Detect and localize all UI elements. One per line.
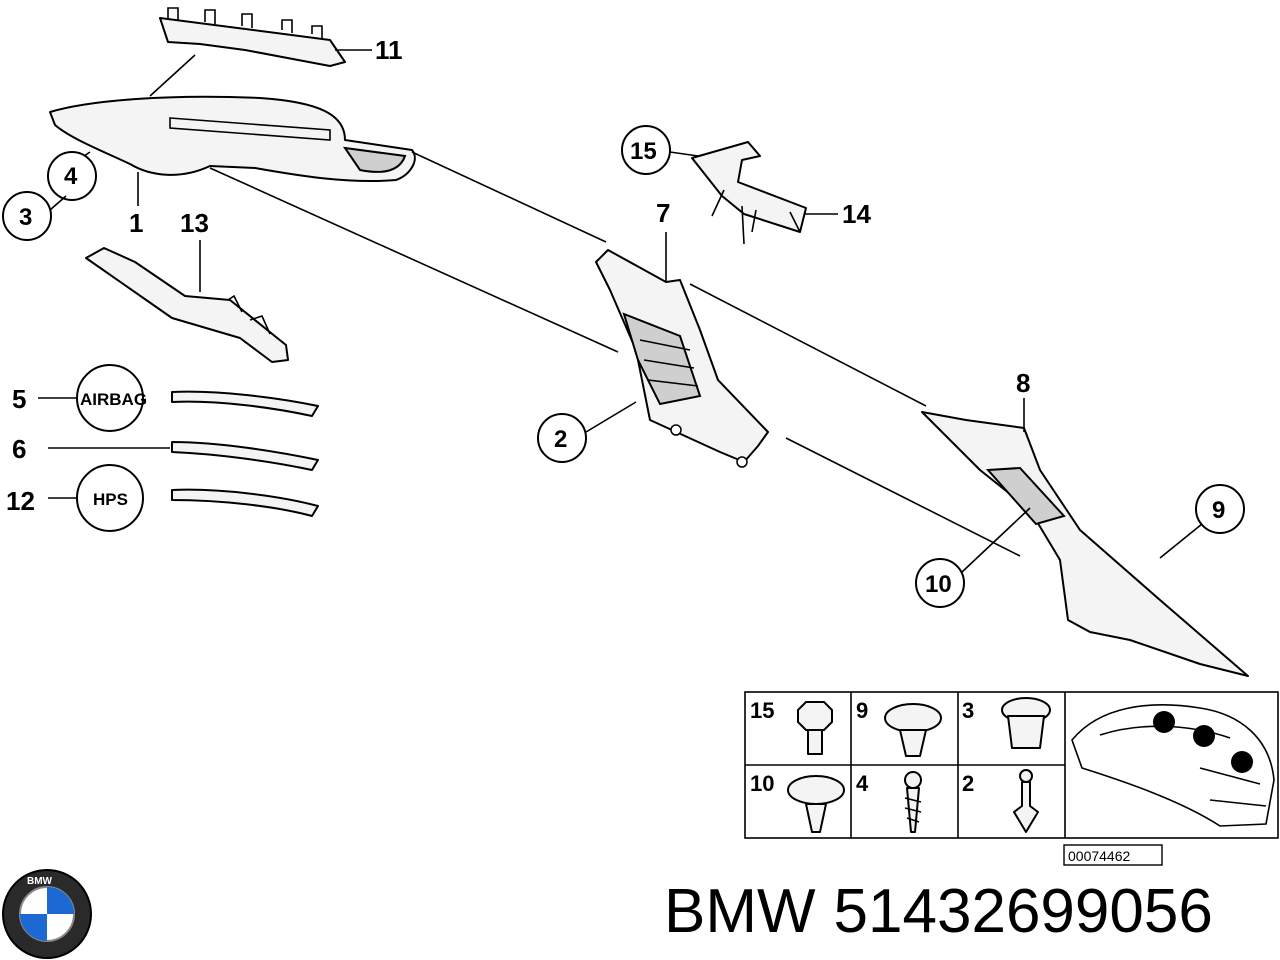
callout-7: 7 [656,198,670,228]
part-1-trim [49,95,416,183]
guide-line-a [209,167,619,353]
leader-3 [49,195,67,211]
grid-cell-label-3: 3 [962,698,974,723]
guide-line-d [785,437,1021,557]
callout-4-bubble [47,151,97,201]
guide-line-b [411,151,607,243]
callout-13: 13 [180,208,209,238]
leader-10 [961,507,1031,573]
part-number: 51432699056 [833,877,1213,946]
callout-15: 15 [630,138,657,165]
callout-10-bubble [915,558,965,608]
car-location-icon [1071,704,1275,827]
part-13-bracket [85,247,289,363]
reference-code-box [1063,844,1163,866]
fastener-10-icon [787,775,845,833]
grid-cell-label-9: 9 [856,698,868,723]
grid-cell-label-10: 10 [750,771,774,796]
fastener-2-icon [1013,769,1039,833]
callout-3: 3 [19,204,32,231]
strip-6 [171,441,319,471]
callout-1: 1 [129,208,143,238]
callout-11: 11 [375,35,403,65]
callout-14: 14 [842,199,871,229]
callout-8: 8 [1016,368,1030,398]
part-14-15-bracket [691,141,807,245]
callout-4: 4 [64,163,78,190]
airbag-label: AIRBAG [80,390,147,409]
callout-15-bubble [621,125,671,175]
callout-9: 9 [1212,497,1225,524]
fastener-9-icon [884,703,942,757]
part-11-bracket [159,7,346,67]
part-8-c-pillar [921,411,1249,677]
callout-6: 6 [12,434,26,464]
bmw-logo-icon: BMW [2,869,92,959]
grid-cell-label-4: 4 [856,771,869,796]
callout-10: 10 [925,571,952,598]
callout-2: 2 [554,426,567,453]
part-7-b-pillar [595,249,769,468]
callout-5: 5 [12,384,26,414]
callout-12: 12 [6,486,35,516]
fastener-grid: 15 9 3 10 4 2 [744,691,1279,839]
hps-badge [76,464,144,532]
hps-label: HPS [93,490,128,509]
brand-name: BMW [664,877,816,946]
grid-cell-label-15: 15 [750,698,774,723]
callout-2-bubble [537,413,587,463]
fastener-3-icon [1001,697,1051,749]
reference-code: 00074462 [1068,848,1131,864]
grid-cell-label-2: 2 [962,771,974,796]
airbag-badge [76,364,144,432]
leader-9 [1159,523,1203,559]
leader-2 [585,401,637,433]
callout-9-bubble [1195,484,1245,534]
strip-5 [171,390,319,417]
fastener-4-icon [904,771,922,833]
callout-3-bubble [2,191,52,241]
guide-line-c [689,283,927,407]
leader-11b [149,54,196,97]
bmw-logo-letters: BMW [27,876,53,887]
strip-12 [171,488,319,517]
fastener-15-icon [797,701,833,755]
